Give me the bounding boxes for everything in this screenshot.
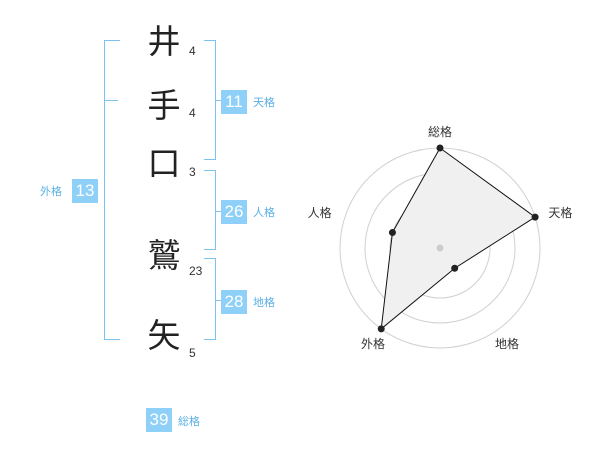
radar-point-3 — [451, 264, 459, 272]
jinkaku-score: 26 — [221, 200, 247, 224]
radar-point-1 — [436, 144, 444, 152]
name-char-4: 鷲 — [147, 236, 181, 275]
gaikaku-bracket-tick — [104, 100, 118, 101]
radar-axis-label-5: 人格 — [308, 205, 332, 220]
chikaku-bracket — [204, 258, 216, 340]
radar-axis-label-2: 天格 — [548, 205, 572, 220]
stroke-count-5: 5 — [189, 346, 196, 360]
jinkaku-bracket — [204, 170, 216, 250]
stroke-count-2: 4 — [189, 106, 196, 120]
jinkaku-label: 人格 — [253, 206, 275, 219]
gaikaku-bracket — [104, 40, 120, 340]
radar-point-4 — [377, 325, 385, 333]
gaikaku-score: 13 — [72, 179, 98, 203]
tenkaku-label: 天格 — [253, 96, 275, 109]
name-char-1: 井 — [147, 22, 181, 61]
radar-point-5 — [388, 229, 396, 237]
stroke-count-1: 4 — [189, 44, 196, 58]
chikaku-score: 28 — [221, 290, 247, 314]
soukaku-score: 39 — [146, 408, 172, 432]
radar-axis-label-4: 外格 — [361, 336, 385, 351]
name-char-3: 口 — [147, 144, 181, 183]
soukaku-label: 総格 — [178, 415, 200, 428]
chikaku-bracket-tick — [216, 300, 222, 301]
gaikaku-label: 外格 — [40, 185, 62, 198]
name-char-2: 手 — [147, 86, 181, 125]
tenkaku-bracket-tick — [216, 100, 222, 101]
chikaku-label: 地格 — [253, 296, 275, 309]
jinkaku-bracket-tick — [216, 211, 222, 212]
tenkaku-score: 11 — [221, 90, 247, 114]
stroke-count-3: 3 — [189, 165, 196, 179]
radar-center-dot — [436, 244, 444, 252]
radar-axis-label-1: 総格 — [428, 124, 452, 139]
tenkaku-bracket — [204, 40, 216, 160]
radar-point-2 — [531, 213, 539, 221]
radar-data-polygon — [380, 147, 536, 331]
name-char-5: 矢 — [147, 316, 181, 355]
radar-axis-label-3: 地格 — [495, 336, 519, 351]
stroke-count-4: 23 — [189, 264, 203, 278]
